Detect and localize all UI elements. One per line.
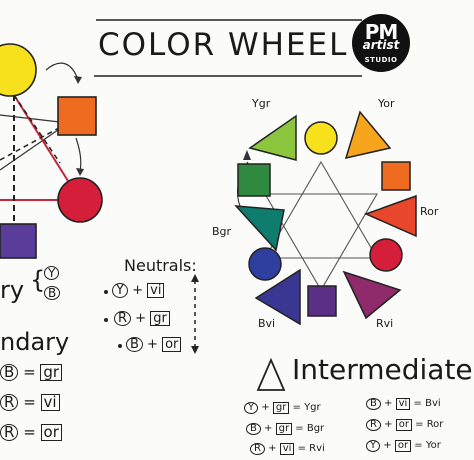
- label-yor: Yor: [378, 97, 395, 110]
- secondary-row: R = or: [0, 424, 62, 441]
- neutral-row: Y + vi: [112, 283, 165, 298]
- label-bgr: Bgr: [212, 225, 232, 238]
- intermediate-heading: Intermediate: [292, 353, 473, 386]
- wheel-red-violet: [342, 270, 402, 320]
- wheel-yellow-green: [248, 114, 297, 161]
- intermediate-triangle-icon: [256, 357, 286, 391]
- left-red-circle: [57, 177, 103, 223]
- formula-a: R: [250, 443, 265, 455]
- formula-a: B: [246, 423, 261, 435]
- secondary-a: R: [0, 424, 19, 441]
- formula-result: Ror: [426, 419, 444, 430]
- left-violet-square: [0, 223, 37, 259]
- intermediate-formula: R + vi = Rvi: [250, 443, 325, 455]
- formula-b: gr: [275, 423, 293, 435]
- label-ror: Ror: [420, 205, 439, 218]
- secondary-a: R: [0, 394, 19, 411]
- formula-result: Rvi: [309, 443, 325, 454]
- secondary-row: B = gr: [0, 364, 63, 381]
- formula-b: vi: [279, 443, 295, 455]
- formula-a: R: [366, 419, 381, 431]
- wheel-blue-violet: [254, 268, 301, 326]
- label-rvi: Rvi: [376, 317, 394, 330]
- formula-b: vi: [395, 398, 411, 410]
- formula-a: B: [366, 398, 381, 410]
- left-orange-square: [57, 96, 97, 136]
- formula-result: Bgr: [306, 423, 325, 434]
- wheel-red: [369, 238, 403, 272]
- label-ygr: Ygr: [252, 97, 271, 110]
- neutral-b: gr: [150, 311, 170, 326]
- left-partial-wheel: [0, 43, 103, 259]
- formula-b: or: [394, 440, 412, 452]
- wheel-yellow: [304, 121, 338, 155]
- brace: {: [30, 266, 46, 294]
- neutrals-label: Neutrals:: [124, 256, 197, 275]
- secondary-row: R = vi: [0, 394, 60, 411]
- intermediate-formula: R + or = Ror: [366, 419, 443, 431]
- logo-pm: PM: [364, 20, 399, 44]
- left-yellow-circle: [0, 43, 37, 97]
- wheel-yellow-orange: [344, 110, 392, 160]
- wheel-red-orange: [363, 194, 417, 238]
- primary-fragment: ry: [0, 276, 25, 304]
- neutral-row: B + or: [126, 337, 182, 352]
- wheel-blue-green: [234, 205, 285, 252]
- neutral-row: R + gr: [114, 311, 170, 326]
- formula-a: Y: [366, 440, 381, 452]
- right-color-wheel: [234, 110, 417, 326]
- formula-result: Ygr: [304, 402, 321, 413]
- primary-circle-y: Y: [44, 266, 60, 280]
- intermediate-formula: B + gr = Bgr: [246, 423, 324, 435]
- wheel-orange: [381, 161, 411, 191]
- intermediate-formula: Y + or = Yor: [366, 440, 441, 452]
- logo-studio: STUDIO: [364, 56, 398, 64]
- label-bvi: Bvi: [258, 317, 276, 330]
- logo-artist: artist: [362, 38, 400, 52]
- page-title: COLOR WHEEL: [98, 27, 349, 63]
- neutral-b: vi: [147, 283, 165, 298]
- secondary-b: or: [40, 424, 62, 441]
- primary-circle: Y: [44, 266, 60, 280]
- formula-result: Yor: [425, 440, 441, 451]
- neutral-a: Y: [112, 283, 128, 298]
- primary-circle-b: B: [44, 286, 61, 300]
- wheel-violet: [307, 285, 337, 317]
- neutral-b: or: [162, 337, 182, 352]
- formula-a: Y: [244, 402, 259, 414]
- intermediate-formula: B + vi = Bvi: [366, 398, 441, 410]
- primary-circle: B: [44, 286, 61, 300]
- secondary-b: gr: [40, 364, 63, 381]
- formula-b: or: [395, 419, 412, 431]
- neutral-a: B: [126, 337, 143, 352]
- wheel-blue: [248, 247, 282, 281]
- neutral-a: R: [114, 311, 132, 326]
- secondary-b: vi: [40, 394, 60, 411]
- secondary-fragment: ndary: [0, 328, 70, 356]
- intermediate-formula: Y + gr = Ygr: [244, 402, 321, 414]
- pm-artist-studio-logo: PM artist STUDIO: [352, 14, 410, 72]
- formula-b: gr: [272, 402, 290, 414]
- formula-result: Bvi: [425, 398, 441, 409]
- secondary-a: B: [0, 364, 19, 381]
- wheel-green: [237, 163, 271, 197]
